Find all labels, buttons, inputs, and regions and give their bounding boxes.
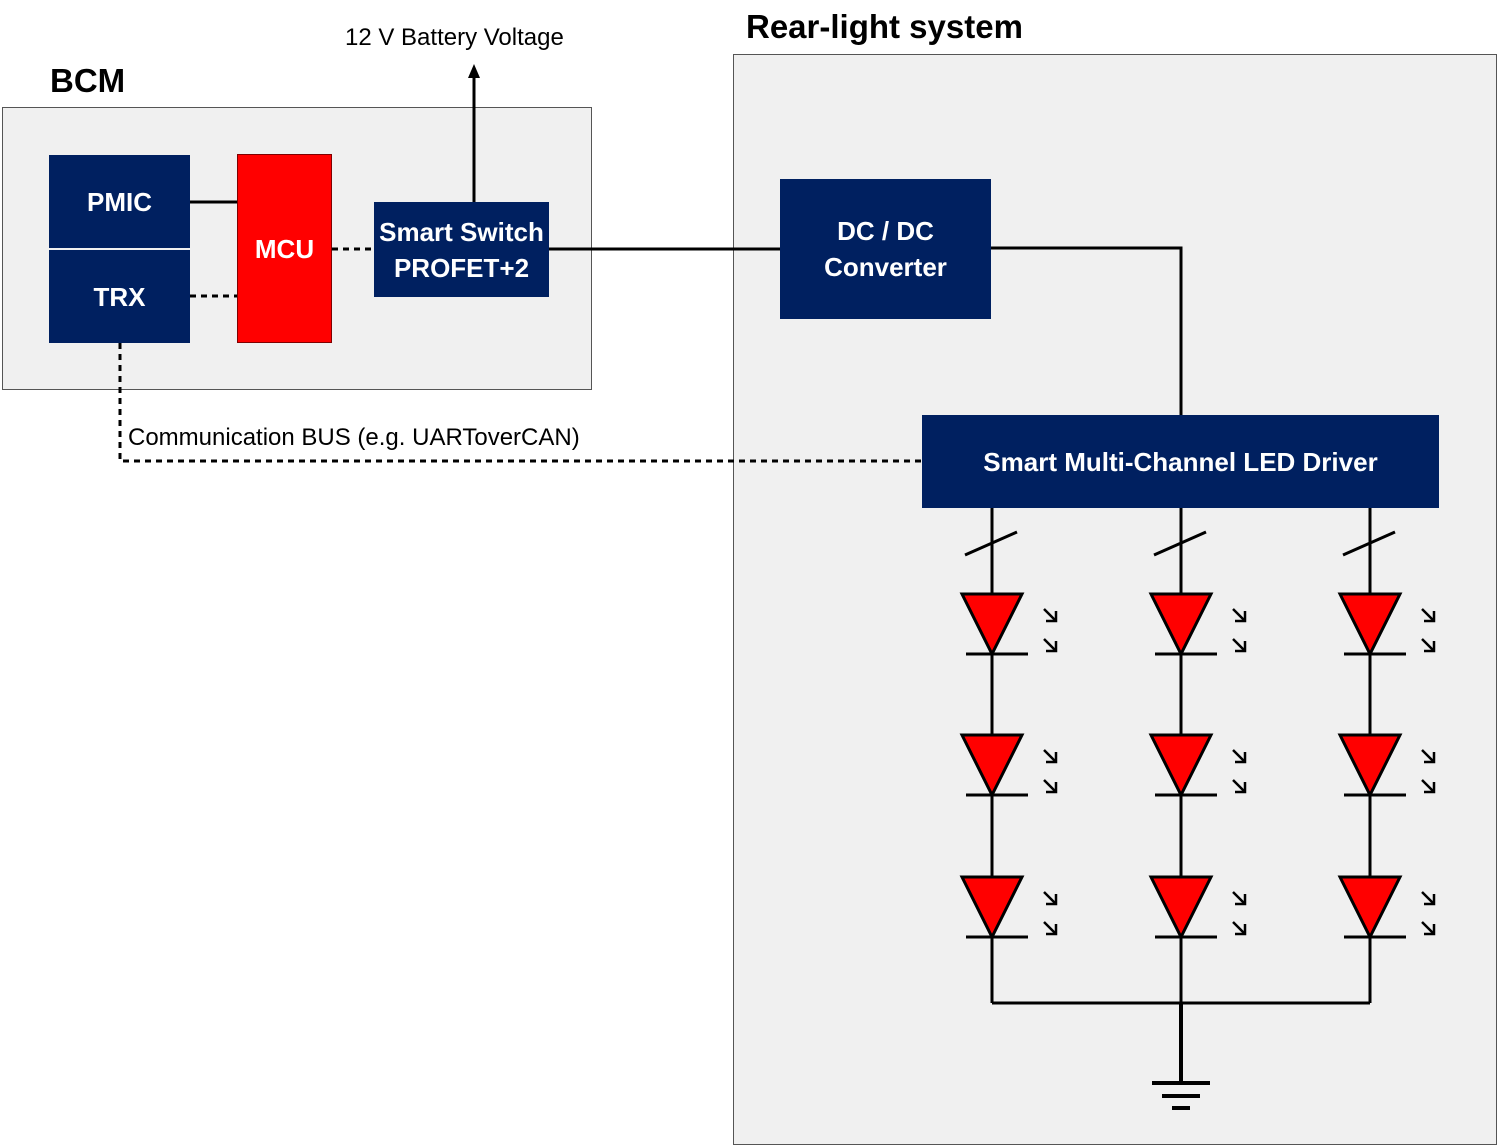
ground-icon [1152, 1003, 1210, 1110]
led-driver-block: Smart Multi-Channel LED Driver [922, 415, 1439, 508]
battery-arrow-icon [468, 64, 480, 78]
light-arrow-icon [1043, 921, 1057, 935]
light-arrow-icon [1232, 891, 1246, 905]
light-arrowhead-icon [1424, 782, 1436, 794]
light-arrowhead-icon [1046, 782, 1058, 794]
communication-bus-label: Communication BUS (e.g. UARToverCAN) [128, 424, 580, 451]
led-icon [1337, 733, 1403, 799]
bus-slash-icon [964, 530, 1018, 557]
dcdc-driver-wire [991, 246, 1183, 415]
light-arrowhead-icon [1235, 924, 1247, 936]
light-arrow-icon [1421, 608, 1435, 622]
led-array [959, 508, 1436, 1005]
light-arrowhead-icon [1046, 894, 1058, 906]
smart-switch-block: Smart Switch PROFET+2 [374, 202, 549, 297]
light-arrow-icon [1421, 921, 1435, 935]
led-driver-label: Smart Multi-Channel LED Driver [983, 446, 1378, 477]
light-arrow-icon [1043, 891, 1057, 905]
bus-slash-icon [1153, 530, 1207, 557]
bcm-title: BCM [50, 62, 126, 99]
light-arrow-icon [1421, 638, 1435, 652]
mcu-block: MCU [237, 154, 332, 343]
light-arrowhead-icon [1046, 641, 1058, 653]
light-arrowhead-icon [1424, 894, 1436, 906]
mcu-label: MCU [254, 233, 315, 264]
light-arrowhead-icon [1046, 611, 1058, 623]
light-arrow-icon [1043, 638, 1057, 652]
light-arrow-icon [1421, 891, 1435, 905]
light-arrowhead-icon [1235, 611, 1247, 623]
trx-label: TRX [93, 281, 146, 312]
light-arrow-icon [1043, 749, 1057, 763]
led-icon [1148, 733, 1214, 799]
pmic-label: PMIC [87, 186, 152, 217]
light-arrow-icon [1232, 608, 1246, 622]
rear-light-title: Rear-light system [746, 8, 1023, 45]
led-icon [959, 875, 1025, 941]
led-icon [1148, 875, 1214, 941]
light-arrowhead-icon [1424, 641, 1436, 653]
led-icon [1148, 592, 1214, 658]
dcdc-converter-block: DC / DC Converter [780, 179, 991, 319]
light-arrowhead-icon [1046, 924, 1058, 936]
pmic-block: PMIC [49, 155, 190, 248]
light-arrow-icon [1043, 779, 1057, 793]
smart-switch-label: Smart Switch [379, 216, 544, 247]
trx-block: TRX [49, 250, 190, 343]
dcdc-label-line2: Converter [824, 252, 947, 282]
light-arrowhead-icon [1046, 752, 1058, 764]
light-arrow-icon [1421, 779, 1435, 793]
led-icon [1337, 592, 1403, 658]
light-arrowhead-icon [1235, 752, 1247, 764]
light-arrowhead-icon [1424, 924, 1436, 936]
light-arrow-icon [1232, 779, 1246, 793]
communication-bus-line [118, 343, 922, 463]
light-arrowhead-icon [1424, 752, 1436, 764]
smart-switch-part-label: PROFET+2 [393, 252, 530, 283]
light-arrow-icon [1421, 749, 1435, 763]
light-arrow-icon [1232, 749, 1246, 763]
light-arrowhead-icon [1424, 611, 1436, 623]
light-arrow-icon [1232, 921, 1246, 935]
light-arrow-icon [1232, 638, 1246, 652]
light-arrow-icon [1043, 608, 1057, 622]
battery-voltage-label: 12 V Battery Voltage [345, 24, 564, 51]
light-arrowhead-icon [1235, 894, 1247, 906]
light-arrowhead-icon [1235, 641, 1247, 653]
dcdc-label-line1: DC / DC [837, 216, 934, 246]
led-icon [959, 592, 1025, 658]
light-arrowhead-icon [1235, 782, 1247, 794]
led-icon [959, 733, 1025, 799]
led-icon [1337, 875, 1403, 941]
bus-slash-icon [1342, 530, 1396, 557]
